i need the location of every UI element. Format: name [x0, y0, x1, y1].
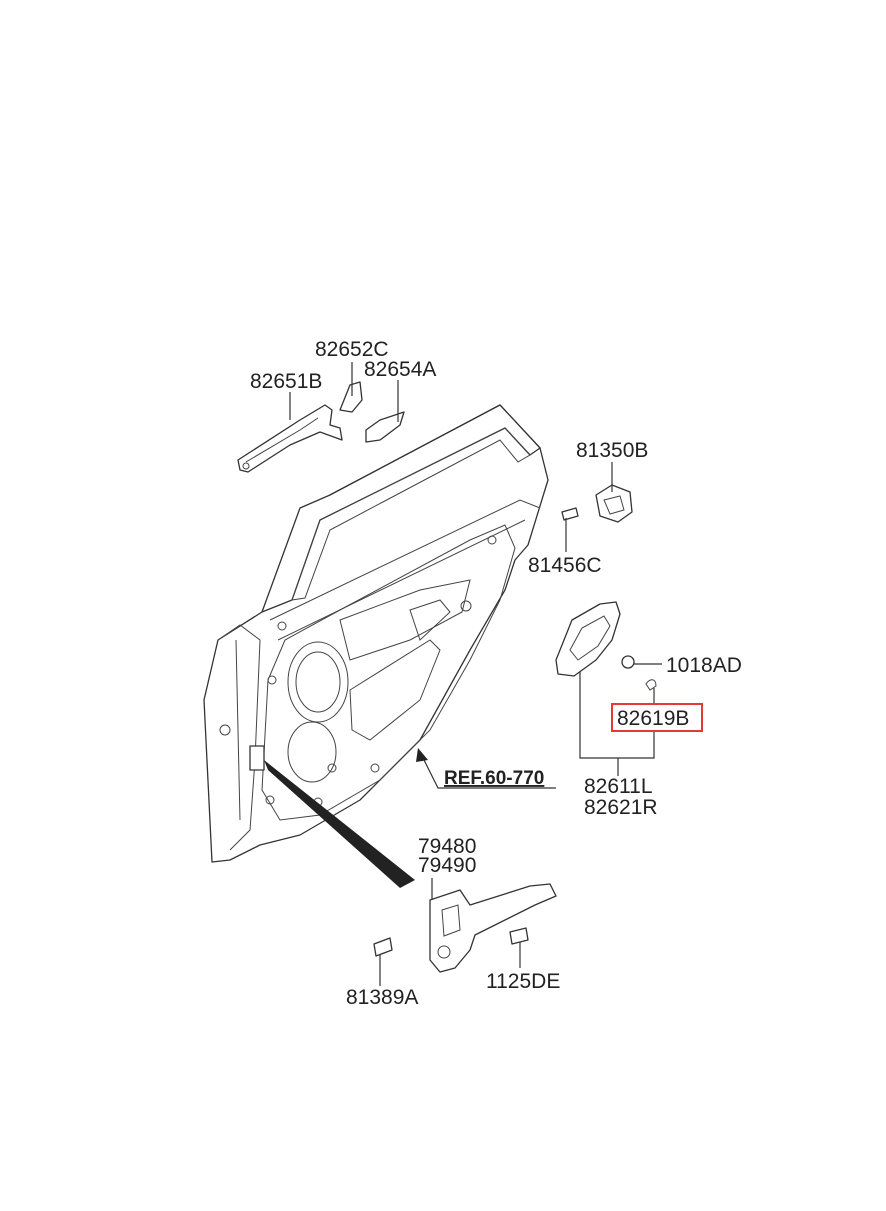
label-82621R: 82621R	[584, 796, 658, 819]
label-81350B: 81350B	[576, 439, 648, 462]
rear-door-panel	[203, 404, 549, 888]
door-latch	[249, 745, 265, 771]
bolt-81456C	[561, 507, 579, 521]
label-1125DE: 1125DE	[486, 970, 560, 993]
bolt-81389A	[373, 937, 393, 957]
door-checker	[429, 883, 557, 973]
handle-pad	[365, 411, 405, 443]
highlight-box	[611, 703, 703, 732]
label-79490: 79490	[418, 854, 476, 877]
check-link-band	[264, 760, 415, 888]
label-79480: 79480	[418, 835, 476, 858]
label-1018AD: 1018AD	[666, 654, 742, 677]
inside-handle	[555, 601, 621, 677]
reference-label[interactable]: REF.60-770	[444, 768, 544, 789]
label-82611L: 82611L	[584, 775, 653, 798]
label-81389A: 81389A	[346, 986, 418, 1009]
screw-1018AD	[621, 655, 635, 669]
striker	[595, 484, 633, 523]
label-82652C: 82652C	[315, 338, 389, 361]
outside-handle	[237, 404, 343, 473]
label-82654A: 82654A	[364, 358, 436, 381]
label-82619B[interactable]: 82619B	[617, 707, 689, 730]
leader-lines	[289, 362, 662, 986]
label-82651B: 82651B	[250, 370, 322, 393]
cap-82619B	[645, 679, 657, 691]
bolt-1125DE	[509, 927, 529, 945]
label-81456C: 81456C	[528, 554, 602, 577]
handle-cover	[339, 381, 363, 413]
